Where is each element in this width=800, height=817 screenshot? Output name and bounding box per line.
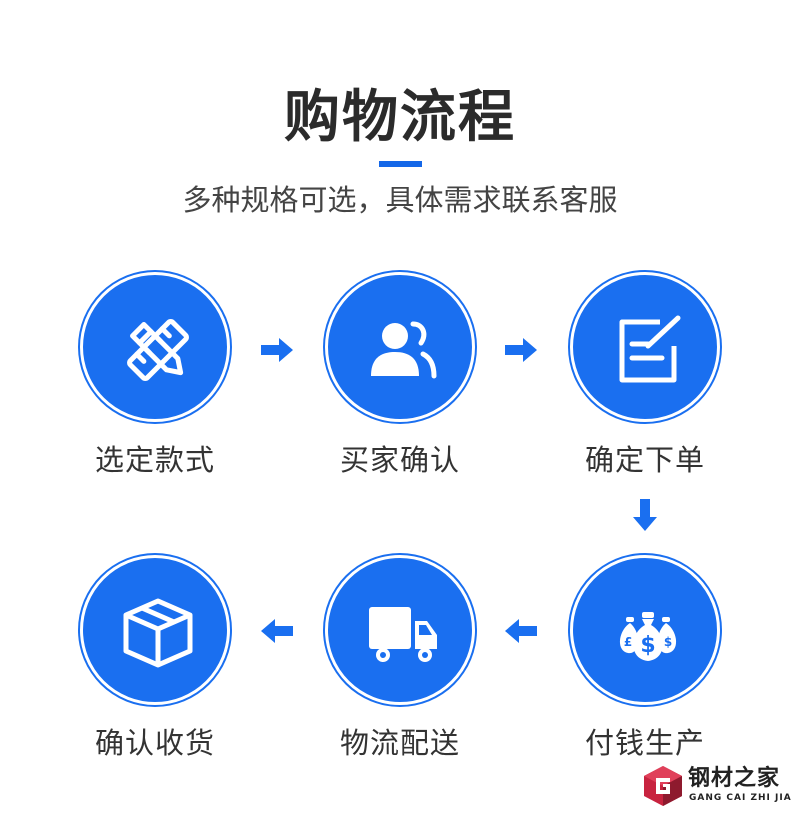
box-icon xyxy=(123,598,193,668)
step-label: 确认收货 xyxy=(94,726,215,760)
step-buyer-confirm: 买家确认 xyxy=(315,272,485,480)
step-label: 付钱生产 xyxy=(584,726,705,760)
step-circle xyxy=(325,555,475,705)
logo-chinese-text: 钢材之家 xyxy=(688,766,781,791)
title-underline xyxy=(379,161,422,167)
step-label: 确定下单 xyxy=(584,443,705,477)
edit-note-icon xyxy=(619,315,681,383)
brand-logo: 钢材之家 GANG CAI ZHI JIA xyxy=(642,764,792,808)
step-circle: $ £ $ xyxy=(570,555,720,705)
step-circle xyxy=(570,272,720,422)
users-icon xyxy=(371,321,437,379)
arrow-left-icon xyxy=(503,617,539,645)
pencil-ruler-icon xyxy=(127,319,189,381)
svg-text:$: $ xyxy=(640,633,655,658)
svg-text:£: £ xyxy=(624,635,632,649)
step-place-order: 确定下单 xyxy=(560,272,730,480)
money-bags-icon: $ £ $ xyxy=(619,612,677,661)
step-label: 买家确认 xyxy=(339,443,460,477)
logo-english-text: GANG CAI ZHI JIA xyxy=(689,793,792,803)
step-logistics: 物流配送 xyxy=(315,555,485,763)
step-circle xyxy=(325,272,475,422)
svg-text:$: $ xyxy=(664,635,672,649)
arrow-down-icon xyxy=(631,497,659,533)
truck-icon xyxy=(369,607,437,662)
logo-mark-icon xyxy=(644,766,682,806)
page-title: 购物流程 xyxy=(284,85,516,150)
step-pay-produce: $ £ $ 付钱生产 xyxy=(560,555,730,763)
arrow-right-icon xyxy=(259,336,295,364)
step-select-style: 选定款式 xyxy=(70,272,240,480)
step-confirm-receipt: 确认收货 xyxy=(70,555,240,763)
arrow-right-icon xyxy=(503,336,539,364)
page-subtitle: 多种规格可选，具体需求联系客服 xyxy=(182,183,618,217)
step-label: 选定款式 xyxy=(94,443,215,477)
step-label: 物流配送 xyxy=(339,726,460,760)
step-circle xyxy=(80,555,230,705)
step-circle xyxy=(80,272,230,422)
arrow-left-icon xyxy=(259,617,295,645)
